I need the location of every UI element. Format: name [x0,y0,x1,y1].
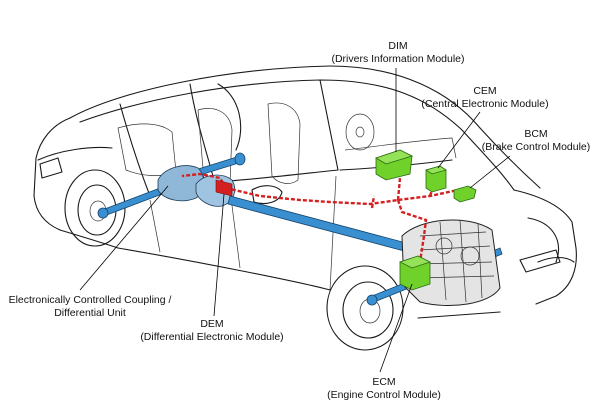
dem-fullname: (Differential Electronic Module) [140,331,284,343]
coupling-label: Electronically Controlled Coupling / Dif… [2,294,178,320]
coupling-name: Electronically Controlled Coupling / [8,294,172,306]
cem-label: CEM (Central Electronic Module) [408,85,562,111]
dem-leader [213,193,225,317]
coupling-leader [79,185,169,291]
front-wheel [326,265,404,351]
cem-module [425,165,447,193]
dim-fullname: (Drivers Information Module) [331,53,465,65]
bcm-fullname: (Brake Control Module) [481,141,591,153]
right-rear-wheel-arch [217,83,560,263]
dim-module [375,149,414,181]
leader-lines [79,68,511,373]
dim-abbrev: DIM [388,40,408,52]
dem-module [215,179,233,197]
cem-leader [437,111,481,169]
bcm-leader [469,155,511,189]
coupling-subname: Differential Unit [54,307,126,319]
bcm-label: BCM (Brake Control Module) [474,128,598,154]
dim-label: DIM (Drivers Information Module) [318,40,478,66]
dem-abbrev: DEM [200,318,224,330]
ecm-leader [379,283,413,373]
cem-fullname: (Central Electronic Module) [421,98,549,110]
bcm-abbrev: BCM [524,128,548,140]
ecm-abbrev: ECM [372,376,396,388]
ecm-module [398,255,432,291]
ecm-fullname: (Engine Control Module) [327,389,441,401]
bcm-module [453,185,477,203]
ecm-label: ECM (Engine Control Module) [316,376,452,402]
dem-label: DEM (Differential Electronic Module) [130,318,294,344]
cem-abbrev: CEM [473,85,497,97]
can-bus-wiring [181,167,459,263]
